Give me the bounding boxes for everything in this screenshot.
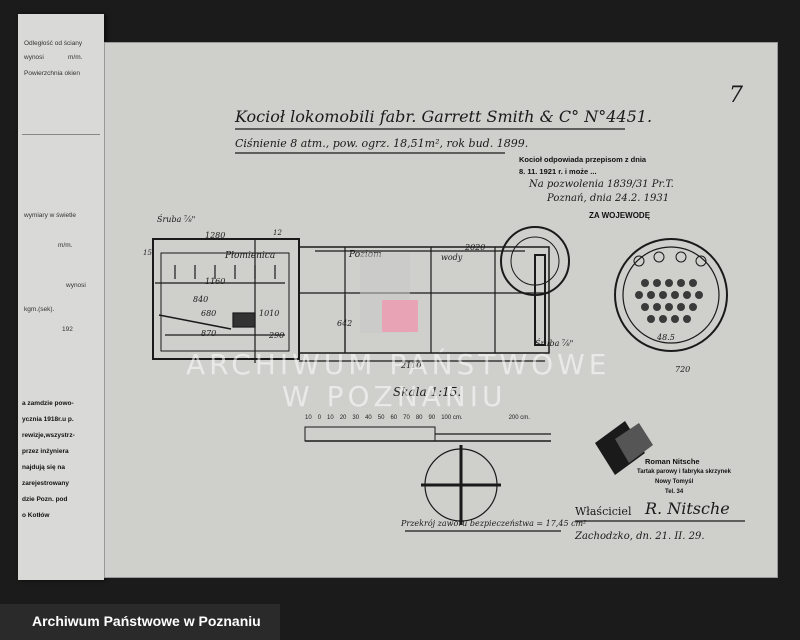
- approval-number: Na pozwolenia 1839/31 Pr.T.: [529, 179, 674, 190]
- owner-label: Właściciel: [575, 505, 632, 518]
- strip-line: wynosi: [66, 282, 86, 289]
- approval-date: Poznań, dnia 24.2. 1931: [547, 193, 670, 204]
- archive-footer: Archiwum Państwowe w Poznaniu: [0, 604, 280, 640]
- boiler-drawing: [152, 128, 745, 532]
- approval-stamp-line: 8. 11. 1921 r. i może ...: [519, 167, 597, 176]
- approval-stamp-line: Kocioł odpowiada przepisom z dnia: [519, 155, 647, 164]
- drawing-title: Kocioł lokomobili fabr. Garrett Smith & …: [235, 107, 653, 126]
- footer-label: Archiwum Państwowe w Poznaniu: [32, 613, 261, 629]
- dim-label: 1160: [205, 277, 226, 286]
- tick: 100 cm.: [441, 415, 463, 421]
- place-date: Zachodzko, dn. 21. II. 29.: [575, 531, 705, 542]
- dim-label: 2110: [401, 361, 422, 370]
- technical-drawing-sheet: Kocioł lokomobili fabr. Garrett Smith & …: [104, 42, 778, 578]
- dim-label: 290: [269, 331, 285, 340]
- owner-stamp-line: Tartak parowy i fabryka skrzynek: [637, 469, 731, 475]
- strip-line: Odległość od ściany: [24, 40, 83, 47]
- tick: 200 cm.: [508, 415, 530, 421]
- dim-label: 1010: [259, 309, 280, 318]
- strip-text: rewizje,wszystrz-: [22, 432, 75, 439]
- watermark-line: W POZNANIU: [282, 380, 507, 413]
- strip-text: o Kotłów: [22, 512, 50, 519]
- watermark-line: ARCHIWUM PAŃSTWOWE: [186, 348, 611, 381]
- strip-text: zarejestrowany: [22, 480, 69, 487]
- owner-signature: R. Nitsche: [645, 499, 730, 518]
- highlight-marker: [382, 300, 418, 332]
- dim-label: 2020: [465, 243, 486, 252]
- dim-label: Śruba ⅞": [157, 215, 196, 224]
- strip-text: a zamdzie powo-: [22, 400, 74, 407]
- tick: 70: [403, 415, 410, 421]
- dim-label: Śruba ⅞": [535, 339, 574, 348]
- tick: 60: [390, 415, 398, 421]
- dim-label: 642: [337, 319, 353, 328]
- owner-stamp-line: Nowy Tomyśl: [655, 479, 694, 485]
- strip-text: ycznia 1918r.u p.: [22, 416, 74, 423]
- valve-caption: Przekrój zaworu bezpieczeństwa = 17,45 c…: [401, 519, 587, 528]
- dim-label: 15: [143, 249, 152, 257]
- dim-label: 870: [201, 329, 217, 338]
- dim-label: 48.5: [657, 333, 675, 342]
- tick: 10: [327, 415, 334, 421]
- scale-label: Skala 1:15.: [393, 385, 462, 399]
- strip-text: najdują się na: [22, 464, 65, 471]
- dim-label: Płomienica: [225, 251, 276, 261]
- drawing-subtitle: Ciśnienie 8 atm., pow. ogrz. 18,51m², ro…: [235, 137, 529, 150]
- tick: 40: [365, 415, 372, 421]
- dim-label: 12: [273, 229, 282, 237]
- scale-ticks: 10 0 10 20 30 40 50 60 70 80 90 100 cm. …: [305, 415, 565, 421]
- strip-line: m/m.: [58, 242, 73, 249]
- strip-line: Powierzchnia okien: [24, 70, 81, 77]
- strip-line: m/m.: [68, 54, 83, 61]
- strip-line: wynosi: [24, 54, 44, 61]
- page-number: 7: [729, 83, 743, 108]
- strip-text: przez inżyniera: [22, 448, 69, 455]
- owner-stamp-line: Roman Nitsche: [645, 457, 700, 466]
- tick: 0: [317, 415, 322, 421]
- dim-label: 680: [201, 309, 217, 318]
- tick: 10: [305, 415, 312, 421]
- dim-label: 840: [193, 295, 209, 304]
- strip-line: 192: [62, 326, 73, 333]
- strip-line: wymiary w świetle: [24, 212, 77, 219]
- tick: 20: [339, 415, 347, 421]
- strip-line: kgm.(sek).: [24, 306, 55, 313]
- owner-stamp-line: Tel. 34: [665, 489, 684, 495]
- tick: 50: [377, 415, 385, 421]
- tick: 80: [415, 415, 423, 421]
- left-form-strip: Odległość od ściany wynosi m/m. Powierzc…: [18, 14, 104, 580]
- strip-text: dzie Pozn. pod: [22, 496, 68, 503]
- dim-label: 720: [675, 365, 691, 374]
- tick: 30: [352, 415, 360, 421]
- divider: [22, 134, 100, 135]
- dim-label: wody: [441, 253, 463, 262]
- tick: 90: [428, 415, 436, 421]
- approval-authority: ZA WOJEWODĘ: [589, 211, 651, 220]
- dim-label: 1280: [205, 231, 226, 240]
